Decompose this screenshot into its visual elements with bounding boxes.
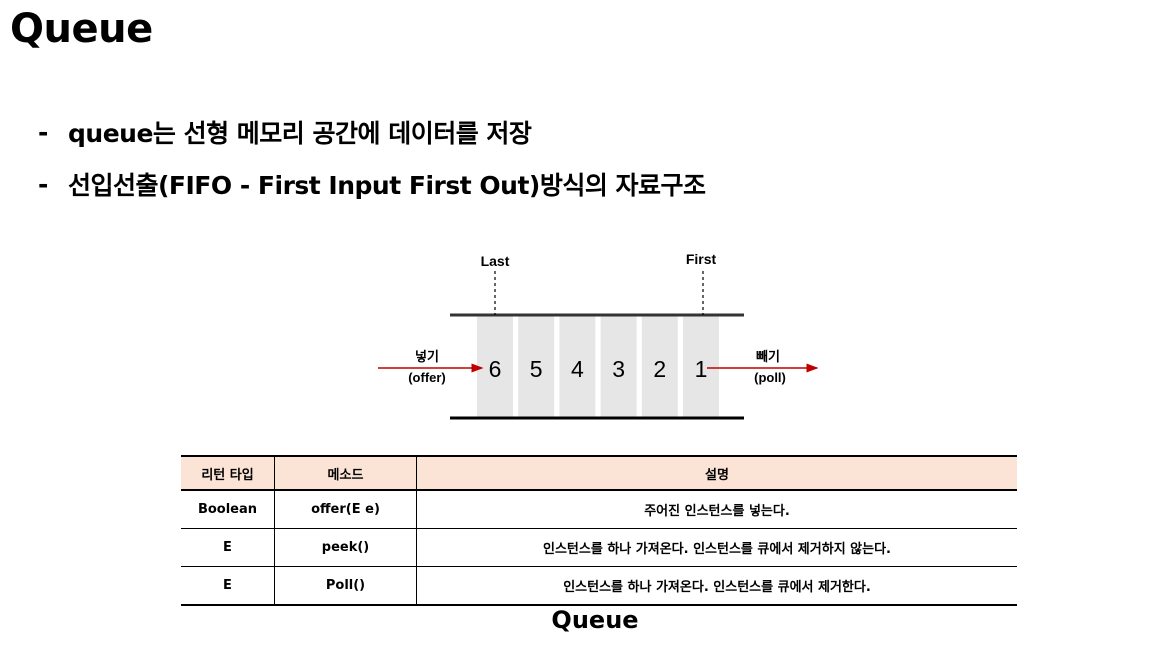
queue-cell-value: 4 [571,356,584,382]
table-header-row: 리턴 타입 메소드 설명 [181,455,1017,491]
cell-description: 인스턴스를 하나 가져온다. 인스턴스를 큐에서 제거한다. [416,566,1017,606]
cell-return-type: Boolean [181,489,275,529]
bullet-list: - queue는 선형 메모리 공간에 데이터를 저장 - 선입선출(FIFO … [38,106,706,210]
cell-method: offer(E e) [274,489,417,529]
out-label: 빼기 [756,349,780,365]
cell-return-type: E [181,566,275,606]
queue-cell-value: 2 [653,356,666,382]
queue-cell-value: 6 [489,356,502,382]
queue-cell [559,316,596,417]
out-sub-label: (poll) [754,370,786,385]
page-title: Queue [10,6,153,52]
table-row: Boolean offer(E e) 주어진 인스턴스를 넣는다. [181,489,1017,529]
header-return-type: 리턴 타입 [181,455,275,491]
queue-cell-value: 1 [695,356,708,382]
last-label: Last [481,253,510,269]
cell-description: 인스턴스를 하나 가져온다. 인스턴스를 큐에서 제거하지 않는다. [416,528,1017,567]
bullet-item: - 선입선출(FIFO - First Input First Out)방식의 … [38,158,706,210]
cell-return-type: E [181,528,275,567]
in-label: 넣기 [415,349,439,365]
header-description: 설명 [416,455,1017,491]
bullet-item: - queue는 선형 메모리 공간에 데이터를 저장 [38,106,706,158]
table-row: E Poll() 인스턴스를 하나 가져온다. 인스턴스를 큐에서 제거한다. [181,566,1017,606]
cell-method: peek() [274,528,417,567]
cell-description: 주어진 인스턴스를 넣는다. [416,489,1017,529]
queue-cell-value: 5 [530,356,543,382]
queue-cell-value: 3 [612,356,625,382]
bullet-text: 선입선출(FIFO - First Input First Out)방식의 자료… [68,171,706,200]
bullet-dash: - [38,117,48,147]
in-sub-label: (offer) [408,370,446,385]
queue-diagram: 6 5 4 3 2 1 Last First 넣기 (offer) 빼기 (poll) [370,245,830,425]
table-row: E peek() 인스턴스를 하나 가져온다. 인스턴스를 큐에서 제거하지 않… [181,528,1017,567]
cell-method: Poll() [274,566,417,606]
queue-cell [600,316,637,417]
queue-cell [683,316,719,417]
queue-cell [518,316,555,417]
first-label: First [686,251,717,267]
bullet-text: queue는 선형 메모리 공간에 데이터를 저장 [68,119,532,148]
method-table: 리턴 타입 메소드 설명 Boolean offer(E e) 주어진 인스턴스… [181,455,1017,606]
queue-cell [641,316,678,417]
header-method: 메소드 [274,455,417,491]
queue-diagram-svg: 6 5 4 3 2 1 Last First 넣기 (offer) 빼기 (poll) [378,251,819,420]
bullet-dash: - [38,169,48,199]
figure-caption: Queue [551,606,639,634]
